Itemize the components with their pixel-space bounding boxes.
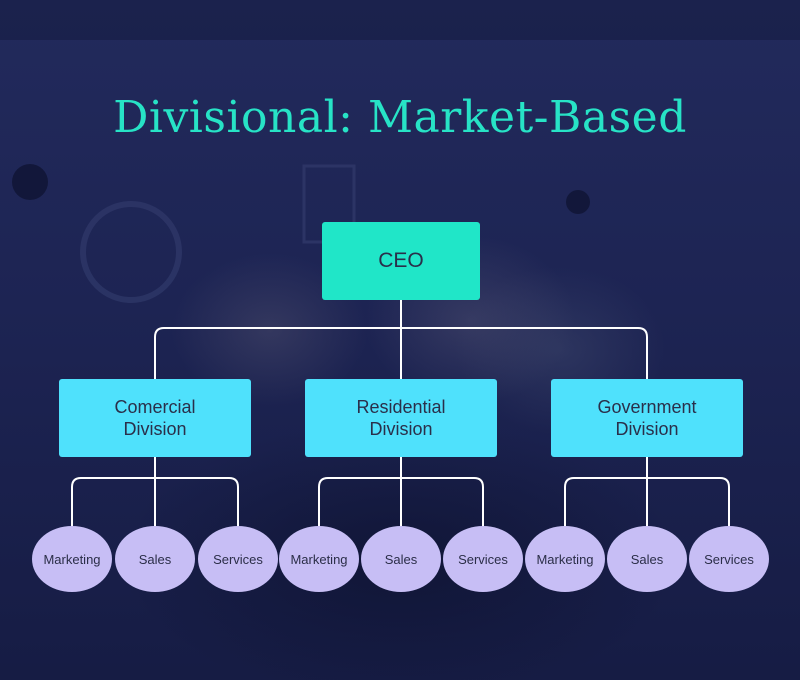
division-government-box: Government Division [551,379,743,457]
dept-government-sales: Sales [607,526,687,592]
dept-comercial-services: Services [198,526,278,592]
dept-government-marketing: Marketing [525,526,605,592]
dept-residential-marketing: Marketing [279,526,359,592]
dept-comercial-sales: Sales [115,526,195,592]
ceo-box: CEO [322,222,480,300]
division-comercial-box: Comercial Division [59,379,251,457]
dept-comercial-marketing: Marketing [32,526,112,592]
dept-residential-services: Services [443,526,523,592]
diagram-title: Divisional: Market-Based [113,92,687,143]
division-residential-box: Residential Division [305,379,497,457]
dept-government-services: Services [689,526,769,592]
dept-residential-sales: Sales [361,526,441,592]
